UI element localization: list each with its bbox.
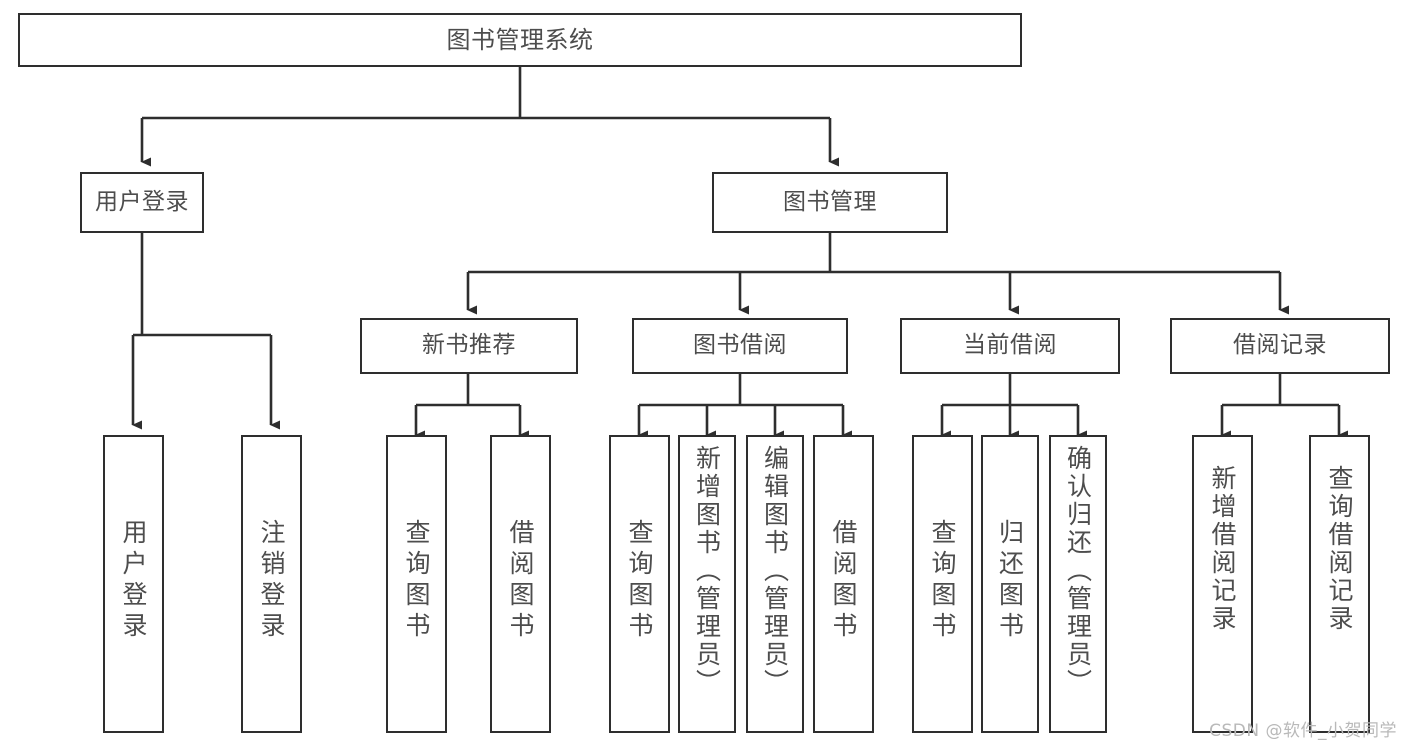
node-label: 确认归还（管理员） — [1063, 445, 1093, 697]
leaf-return-book[interactable]: 归还图书 — [981, 435, 1039, 733]
leaf-query-borrow-record[interactable]: 查询借阅记录 — [1309, 435, 1370, 733]
node-label: 编辑图书（管理员） — [760, 445, 790, 697]
node-label: 借阅图书 — [506, 519, 535, 643]
node-label: 新书推荐 — [422, 332, 516, 359]
node-label: 查询图书 — [625, 519, 654, 643]
node-label: 借阅记录 — [1233, 332, 1327, 359]
leaf-logout[interactable]: 注销登录 — [241, 435, 302, 733]
leaf-borrow-book[interactable]: 借阅图书 — [813, 435, 874, 733]
node-label: 注销登录 — [257, 519, 286, 643]
node-book-borrow[interactable]: 图书借阅 — [632, 318, 848, 374]
node-label: 用户登录 — [119, 519, 148, 643]
node-user-login[interactable]: 用户登录 — [80, 172, 204, 233]
leaf-query-book-current[interactable]: 查询图书 — [912, 435, 973, 733]
leaf-add-book-admin[interactable]: 新增图书（管理员） — [678, 435, 736, 733]
leaf-confirm-return-admin[interactable]: 确认归还（管理员） — [1049, 435, 1107, 733]
node-label: 图书管理系统 — [446, 25, 594, 54]
node-current-borrow[interactable]: 当前借阅 — [900, 318, 1120, 374]
node-label: 用户登录 — [95, 188, 189, 215]
node-label: 借阅图书 — [829, 519, 858, 643]
node-borrow-records[interactable]: 借阅记录 — [1170, 318, 1390, 374]
leaf-user-login[interactable]: 用户登录 — [103, 435, 164, 733]
node-label: 新增图书（管理员） — [692, 445, 722, 697]
node-label: 查询图书 — [928, 519, 957, 643]
node-book-management[interactable]: 图书管理 — [712, 172, 948, 233]
watermark-text: CSDN @软件_小贺同学 — [1209, 721, 1397, 741]
leaf-query-book-borrow[interactable]: 查询图书 — [609, 435, 670, 733]
node-label: 查询图书 — [402, 519, 431, 643]
node-label: 新增借阅记录 — [1208, 465, 1237, 633]
leaf-add-borrow-record[interactable]: 新增借阅记录 — [1192, 435, 1253, 733]
node-new-book-recommend[interactable]: 新书推荐 — [360, 318, 578, 374]
node-label: 归还图书 — [995, 519, 1025, 643]
node-label: 图书借阅 — [693, 332, 787, 359]
leaf-query-book-recommend[interactable]: 查询图书 — [386, 435, 447, 733]
node-label: 图书管理 — [783, 188, 877, 215]
node-label: 当前借阅 — [963, 332, 1057, 359]
node-label: 查询借阅记录 — [1325, 465, 1354, 633]
node-root-system[interactable]: 图书管理系统 — [18, 13, 1022, 67]
leaf-borrow-book-recommend[interactable]: 借阅图书 — [490, 435, 551, 733]
leaf-edit-book-admin[interactable]: 编辑图书（管理员） — [746, 435, 804, 733]
